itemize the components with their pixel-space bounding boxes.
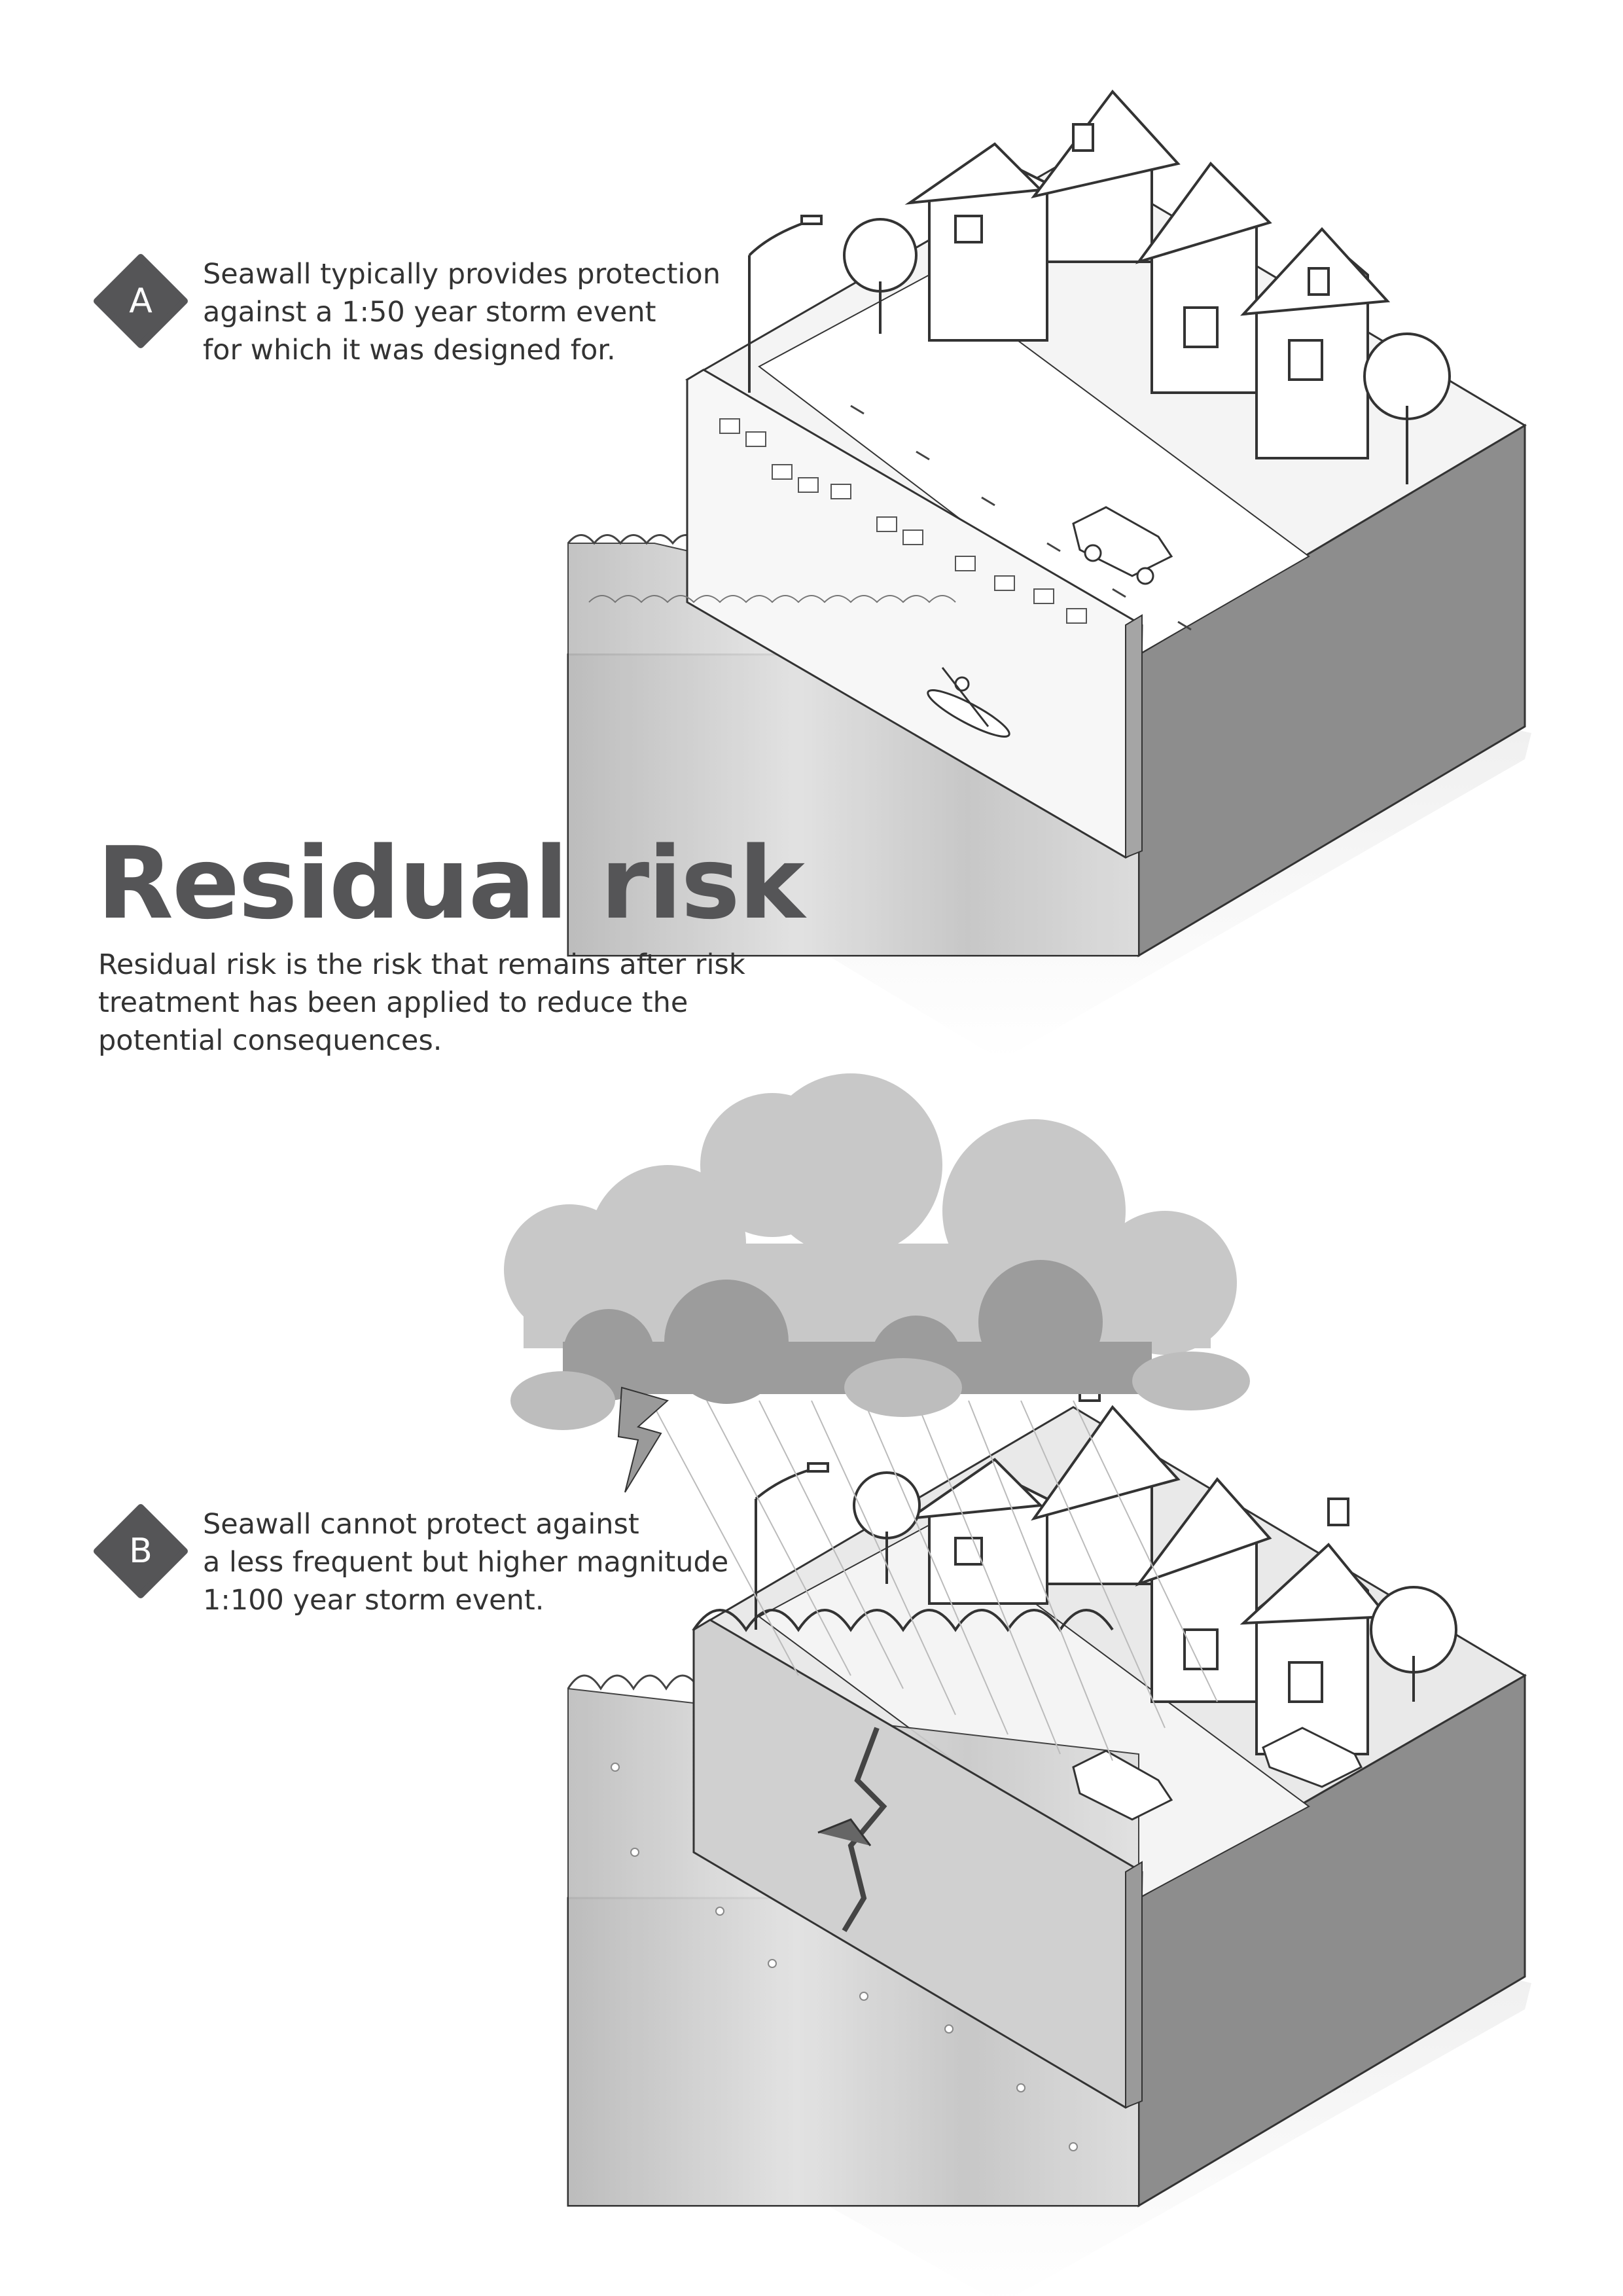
caption-b: Seawall cannot protect against a less fr… xyxy=(203,1505,729,1619)
street-lamp-icon xyxy=(755,1462,829,1630)
rain xyxy=(654,1400,1218,1761)
badge-a-letter: A xyxy=(129,281,152,321)
caption-a-line-3: for which it was designed for. xyxy=(203,334,616,367)
scene-b xyxy=(504,1073,1531,2296)
badge-a: A xyxy=(92,252,190,350)
description: Residual risk is the risk that remains a… xyxy=(98,946,745,1060)
caption-a-line-2: against a 1:50 year storm event xyxy=(203,296,656,329)
crack xyxy=(842,1727,887,1933)
house-icon xyxy=(904,89,1391,459)
lightning-icon xyxy=(617,1386,669,1493)
kayak-icon xyxy=(927,667,1010,738)
caption-b-line-3: 1:100 year storm event. xyxy=(203,1584,544,1617)
tree-icon xyxy=(843,218,1451,484)
description-line-2: treatment has been applied to reduce the xyxy=(98,986,688,1019)
street-lamp-icon xyxy=(748,215,823,393)
caption-b-line-2: a less frequent but higher magnitude xyxy=(203,1546,729,1579)
car-icon xyxy=(1072,1727,1363,1821)
caption-b-line-1: Seawall cannot protect against xyxy=(203,1508,639,1541)
badge-b-letter: B xyxy=(129,1532,152,1571)
house-icon xyxy=(904,1373,1391,1755)
storm-cloud-icon xyxy=(504,1073,1250,1430)
description-line-1: Residual risk is the risk that remains a… xyxy=(98,948,745,981)
tree-icon xyxy=(853,1471,1457,1702)
diamond-badge-icon xyxy=(94,1504,188,1598)
scene-a xyxy=(567,89,1531,1060)
caption-a: Seawall typically provides protection ag… xyxy=(203,255,726,369)
car-icon xyxy=(1072,506,1173,585)
diamond-badge-icon xyxy=(94,254,188,348)
badge-b: B xyxy=(92,1502,190,1600)
description-line-3: potential consequences. xyxy=(98,1024,442,1057)
page-title: Residual risk xyxy=(97,825,805,941)
caption-a-line-1: Seawall typically provides protection xyxy=(203,258,721,291)
